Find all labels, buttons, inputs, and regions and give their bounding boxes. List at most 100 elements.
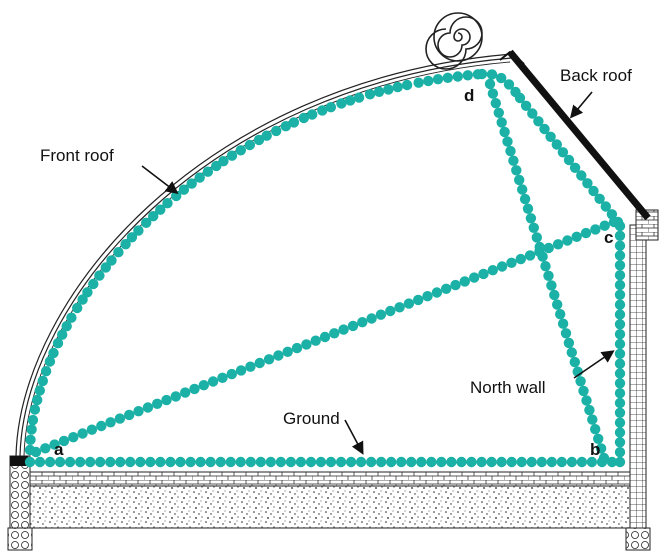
diagonal-ac-sensor-dot bbox=[478, 268, 489, 280]
back-roof bbox=[507, 49, 651, 221]
diagonal-ac-sensor-dot bbox=[375, 309, 387, 320]
diagonal-db-sensor-dot bbox=[587, 414, 598, 425]
ground-sensor-dot bbox=[245, 456, 256, 468]
ground-sensor-dot bbox=[496, 456, 507, 468]
diagonal-ac-sensor-dot bbox=[254, 357, 265, 369]
front-roof-sensor-dot bbox=[40, 366, 52, 377]
front-roof-sensor-dot bbox=[148, 211, 159, 222]
diagonal-db-sensor-dot bbox=[525, 213, 537, 224]
diagonal-db-sensor-dot bbox=[584, 404, 595, 416]
diagonal-ac-sensor-dot bbox=[450, 279, 461, 291]
ground-sensor-dot bbox=[265, 456, 276, 468]
ground-sensor-dot bbox=[335, 456, 347, 468]
diagonal-ac-sensor-dot bbox=[590, 224, 601, 235]
diagonal-db-sensor-dot bbox=[575, 376, 586, 387]
diagonal-ac-sensor-dot bbox=[571, 231, 582, 242]
front-roof-sensor-dot bbox=[373, 86, 385, 98]
north-wall-sensor-dot bbox=[614, 309, 626, 320]
diagonal-db-sensor-dot bbox=[487, 88, 499, 99]
front-roof-sensor-dot bbox=[383, 84, 394, 95]
front-roof-sensor-dot bbox=[100, 262, 112, 273]
diagonal-ac-sensor-dot bbox=[96, 420, 107, 432]
sensor-dot-network bbox=[24, 68, 626, 468]
diagonal-ac-sensor-dot bbox=[124, 409, 135, 421]
front-roof-sensor-dot bbox=[235, 145, 246, 156]
front-roof-sensor-dot bbox=[178, 184, 190, 195]
diagonal-db-sensor-dot bbox=[517, 184, 528, 195]
diagonal-ac-sensor-dot bbox=[562, 235, 573, 246]
south-wall bbox=[9, 455, 31, 531]
ground-sensor-dot bbox=[516, 456, 527, 468]
ground-sensor-dot bbox=[275, 456, 287, 468]
diagonal-ac-sensor-dot bbox=[599, 220, 610, 231]
foundation-brick-layer bbox=[11, 471, 641, 487]
ground-sensor-dot bbox=[406, 456, 417, 468]
diagonal-ac-sensor-dot bbox=[245, 361, 256, 372]
back-roof-sensor-dot bbox=[527, 108, 538, 119]
back-roof-sensor-dot bbox=[588, 185, 599, 197]
diagonal-ac-sensor-dot bbox=[441, 283, 452, 294]
front-roof-sensor-dot bbox=[155, 204, 166, 215]
diagonal-ac-sensor-dot bbox=[114, 413, 126, 424]
diagonal-ac-sensor-dot bbox=[347, 320, 359, 332]
ground-sensor-dot bbox=[476, 456, 487, 468]
back-roof-sensor-dot bbox=[533, 116, 544, 127]
ground-sensor-dot bbox=[34, 456, 46, 468]
back-roof-sensor-dot bbox=[582, 178, 593, 189]
ground-sensor-dot bbox=[566, 456, 578, 468]
diagonal-db-sensor-dot bbox=[543, 270, 554, 281]
ground-sensor-dot bbox=[576, 456, 588, 468]
diagonal-ac-sensor-dot bbox=[496, 261, 508, 272]
diagonal-db-sensor-dot bbox=[540, 261, 551, 272]
diagonal-ac-sensor-dot bbox=[385, 305, 396, 317]
ground-sensor-dot bbox=[456, 456, 467, 468]
front-roof-sensor-dot bbox=[413, 77, 424, 88]
ground-sensor-dot bbox=[295, 456, 307, 468]
diagonal-ac-sensor-dot bbox=[30, 446, 42, 458]
diagonal-db-sensor-dot bbox=[493, 107, 504, 119]
ground-sensor-dot bbox=[486, 456, 497, 468]
back-roof-sensor-dot bbox=[539, 123, 550, 135]
front-roof-sensor-dot bbox=[72, 302, 83, 314]
ground-sensor-dot bbox=[386, 456, 397, 468]
front-roof-sensor-dot bbox=[364, 89, 376, 100]
front-roof-sensor-dot bbox=[162, 198, 173, 209]
point-c-label: c bbox=[604, 228, 614, 247]
north-wall-arrow-icon bbox=[573, 350, 615, 379]
north-wall-sensor-dot bbox=[614, 397, 626, 409]
ground-sensor-dot bbox=[215, 456, 226, 468]
north-wall-sensor-dot bbox=[614, 270, 626, 281]
front-roof-arrow-icon bbox=[141, 165, 179, 194]
back-roof-sensor-dot bbox=[557, 147, 569, 158]
ground-sensor-dot bbox=[165, 456, 176, 468]
diagonal-db-sensor-dot bbox=[505, 145, 516, 157]
front-roof-sensor-dot bbox=[271, 125, 282, 137]
diagonal-ac-sensor-dot bbox=[422, 291, 433, 302]
ridge-sensor-dot bbox=[486, 69, 498, 80]
front-roof-sensor-dot bbox=[37, 375, 48, 387]
point-b-label: b bbox=[590, 440, 601, 459]
front-roof-sensor-dot bbox=[194, 172, 205, 183]
ground-sensor-dot bbox=[105, 456, 116, 468]
north-wall-sensor-dot bbox=[614, 456, 626, 468]
ground-sensor-dot bbox=[44, 456, 56, 468]
diagonal-db-sensor-dot bbox=[508, 155, 519, 166]
diagonal-db-sensor-dot bbox=[555, 309, 566, 320]
ground-sensor-dot bbox=[24, 456, 36, 468]
north-wall-label: North wall bbox=[470, 378, 546, 397]
front-roof-sensor-dot bbox=[280, 121, 291, 132]
north-wall-sensor-dot bbox=[614, 447, 626, 458]
back-roof-sensor-dot bbox=[600, 201, 611, 212]
diagonal-db-sensor-dot bbox=[537, 251, 548, 262]
diagonal-ac-sensor-dot bbox=[273, 350, 284, 361]
front-roof-sensor-dot bbox=[462, 70, 473, 81]
ground-sensor-dot bbox=[155, 456, 166, 468]
north-wall-sensor-dot bbox=[614, 378, 626, 389]
north-wall-sensor-dot bbox=[614, 388, 626, 399]
front-roof-sensor-dot bbox=[186, 178, 197, 189]
north-wall bbox=[629, 224, 647, 531]
ground-sensor-dot bbox=[606, 456, 618, 468]
diagonal-ac-sensor-dot bbox=[282, 346, 293, 357]
ground-sensor-dot bbox=[536, 456, 547, 468]
north-wall-sensor-dot bbox=[614, 417, 626, 428]
